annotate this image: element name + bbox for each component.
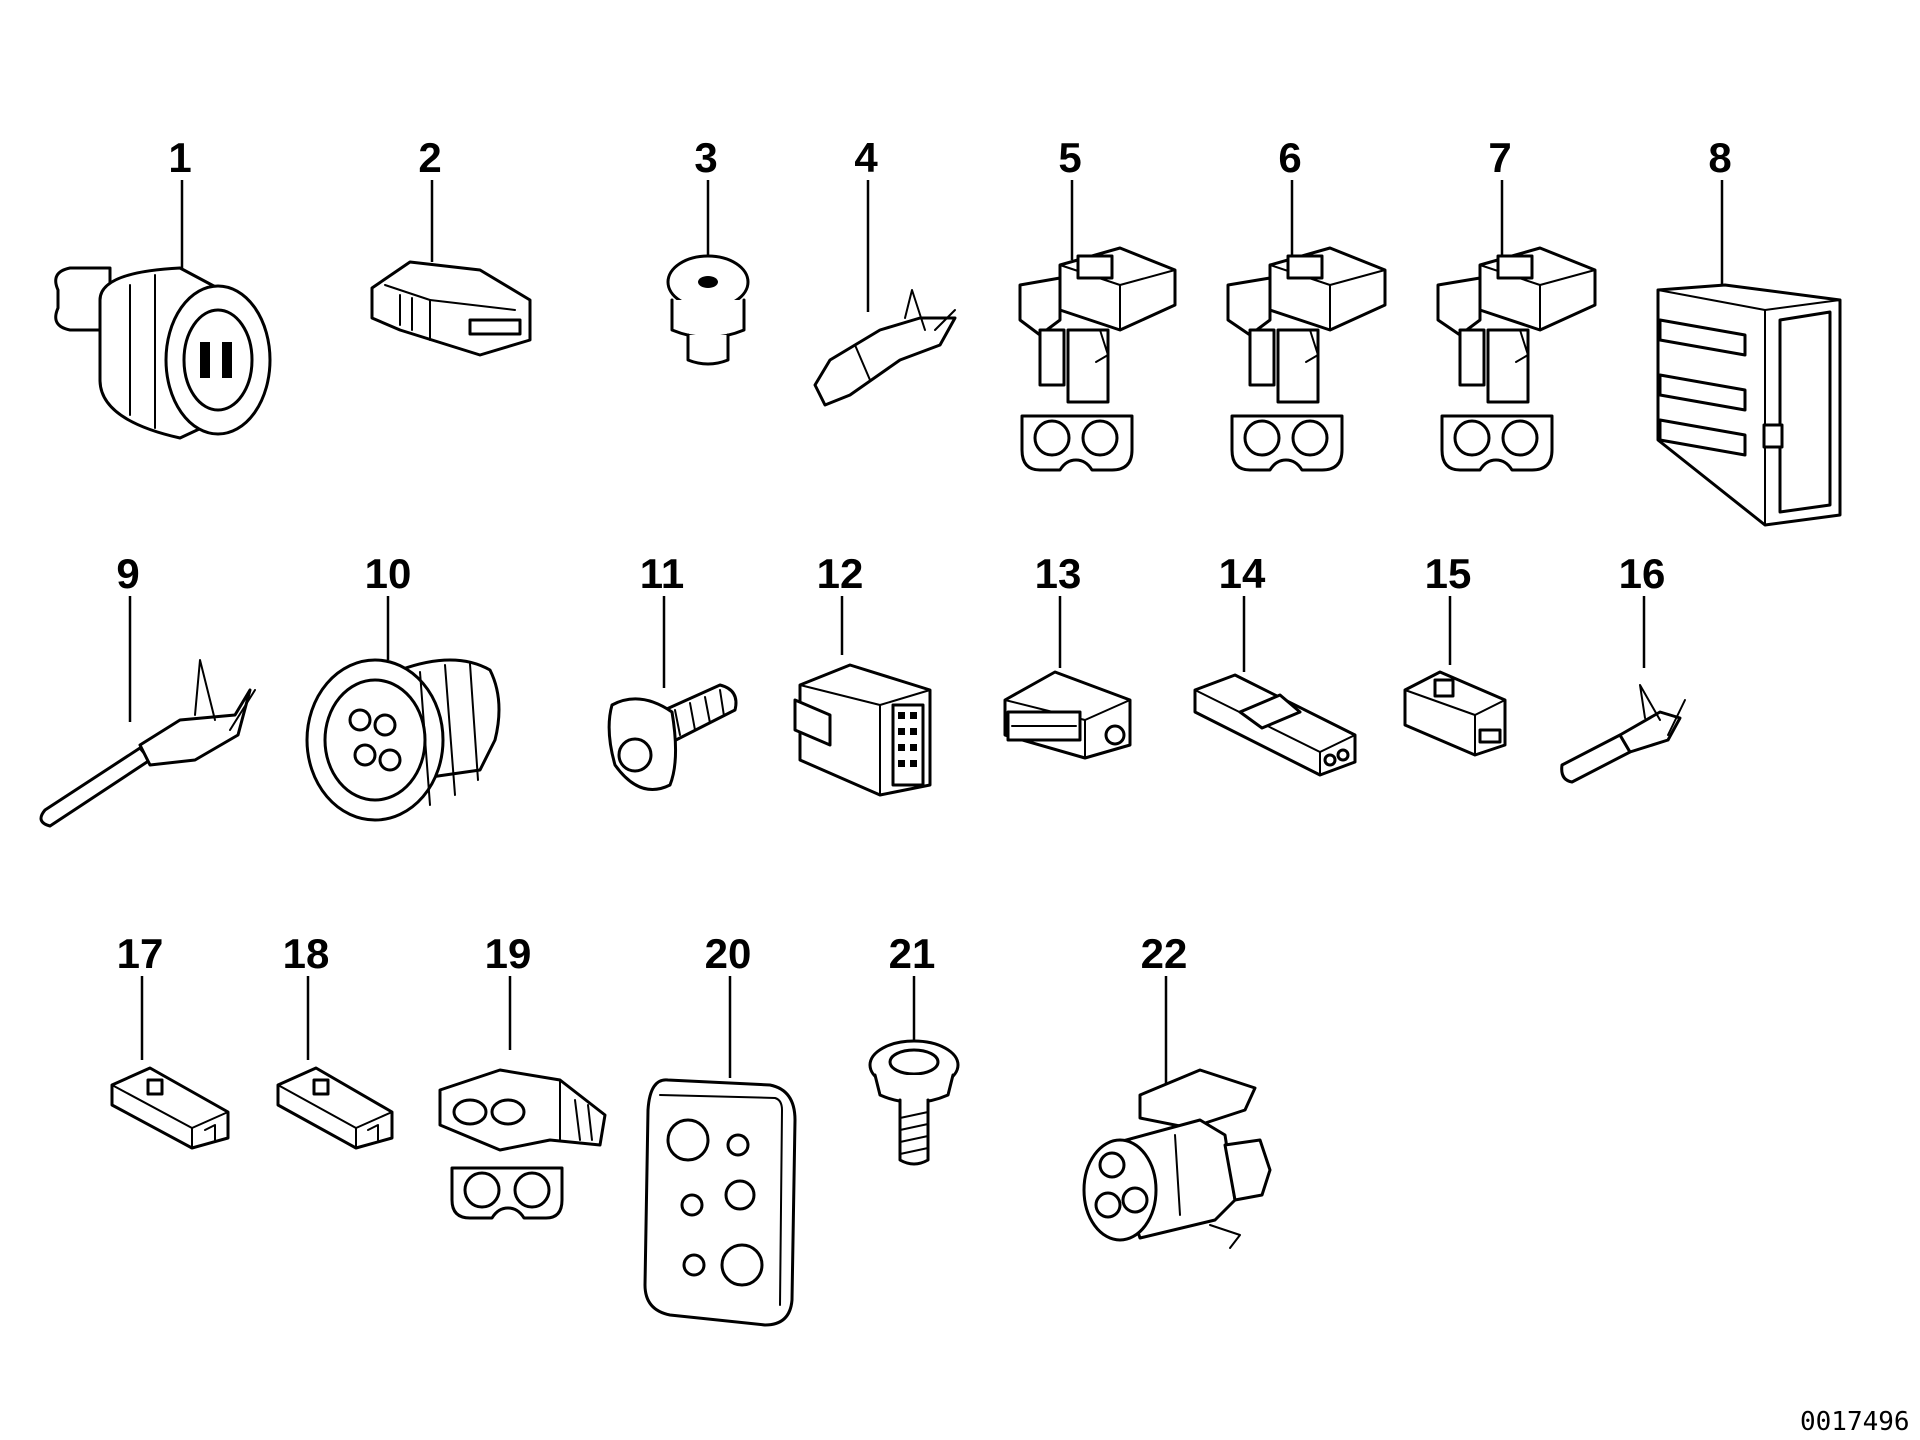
part-14[interactable]: 14 bbox=[1193, 550, 1357, 777]
single-pin-housing-icon bbox=[110, 1066, 230, 1150]
part-6[interactable]: 6 bbox=[1226, 134, 1387, 472]
part-18[interactable]: 18 bbox=[276, 930, 394, 1150]
three-pin-connector-icon bbox=[1082, 1068, 1272, 1249]
part-20-number: 20 bbox=[705, 930, 752, 977]
part-7[interactable]: 7 bbox=[1436, 134, 1597, 472]
part-5-number: 5 bbox=[1058, 134, 1081, 181]
grommet-plate-icon bbox=[643, 1078, 797, 1327]
part-22[interactable]: 22 bbox=[1082, 930, 1272, 1249]
part-16-number: 16 bbox=[1619, 550, 1666, 597]
part-15[interactable]: 15 bbox=[1403, 550, 1507, 757]
inline-connector-icon bbox=[1003, 670, 1132, 760]
part-5[interactable]: 5 bbox=[1018, 134, 1177, 472]
part-12-number: 12 bbox=[817, 550, 864, 597]
part-9-number: 9 bbox=[116, 550, 139, 597]
two-pin-connector-icon bbox=[1436, 246, 1597, 472]
part-4[interactable]: 4 bbox=[813, 134, 957, 407]
part-11-number: 11 bbox=[640, 550, 684, 597]
part-17[interactable]: 17 bbox=[110, 930, 230, 1150]
round-connector-icon bbox=[54, 266, 272, 440]
part-15-number: 15 bbox=[1425, 550, 1472, 597]
part-8[interactable]: 8 bbox=[1656, 134, 1842, 527]
grommet-icon bbox=[666, 254, 750, 366]
part-3-number: 3 bbox=[694, 134, 717, 181]
part-2-number: 2 bbox=[418, 134, 441, 181]
slotted-housing-icon bbox=[1656, 283, 1842, 527]
two-pin-connector-icon bbox=[1226, 246, 1387, 472]
part-22-number: 22 bbox=[1141, 930, 1188, 977]
part-13-number: 13 bbox=[1035, 550, 1082, 597]
part-21-number: 21 bbox=[889, 930, 936, 977]
part-4-number: 4 bbox=[854, 134, 878, 181]
part-13[interactable]: 13 bbox=[1003, 550, 1132, 760]
round-socket-icon bbox=[305, 658, 501, 822]
reference-number: 0017496 bbox=[1800, 1407, 1910, 1437]
flat-connector-icon bbox=[370, 260, 532, 357]
single-pin-housing-icon bbox=[276, 1066, 394, 1150]
sleeve-terminal-icon bbox=[1560, 684, 1686, 784]
part-19-number: 19 bbox=[485, 930, 532, 977]
part-1-number: 1 bbox=[168, 134, 191, 181]
small-housing-icon bbox=[1403, 670, 1507, 757]
part-10-number: 10 bbox=[365, 550, 412, 597]
part-10[interactable]: 10 bbox=[305, 550, 501, 822]
part-8-number: 8 bbox=[1708, 134, 1731, 181]
part-16[interactable]: 16 bbox=[1560, 550, 1686, 784]
screw-icon bbox=[607, 683, 738, 791]
part-17-number: 17 bbox=[117, 930, 164, 977]
part-20[interactable]: 20 bbox=[643, 930, 797, 1327]
part-19[interactable]: 19 bbox=[438, 930, 607, 1220]
crimp-terminal-icon bbox=[813, 289, 957, 407]
part-2[interactable]: 2 bbox=[370, 134, 532, 357]
part-7-number: 7 bbox=[1488, 134, 1511, 181]
part-3[interactable]: 3 bbox=[666, 134, 750, 366]
flat-plug-icon bbox=[1193, 673, 1357, 777]
pin-terminal-icon bbox=[39, 659, 256, 828]
part-14-number: 14 bbox=[1219, 550, 1266, 597]
part-18-number: 18 bbox=[283, 930, 330, 977]
part-11[interactable]: 11 bbox=[607, 550, 738, 791]
part-6-number: 6 bbox=[1278, 134, 1301, 181]
part-9[interactable]: 9 bbox=[39, 550, 256, 828]
two-pin-connector-icon bbox=[1018, 246, 1177, 472]
two-pin-plug-icon bbox=[438, 1068, 607, 1220]
multi-pin-connector-icon bbox=[793, 663, 932, 797]
grommet-bolt-icon bbox=[868, 1039, 960, 1166]
part-21[interactable]: 21 bbox=[868, 930, 960, 1166]
part-12[interactable]: 12 bbox=[793, 550, 932, 797]
part-1[interactable]: 1 bbox=[54, 134, 272, 440]
